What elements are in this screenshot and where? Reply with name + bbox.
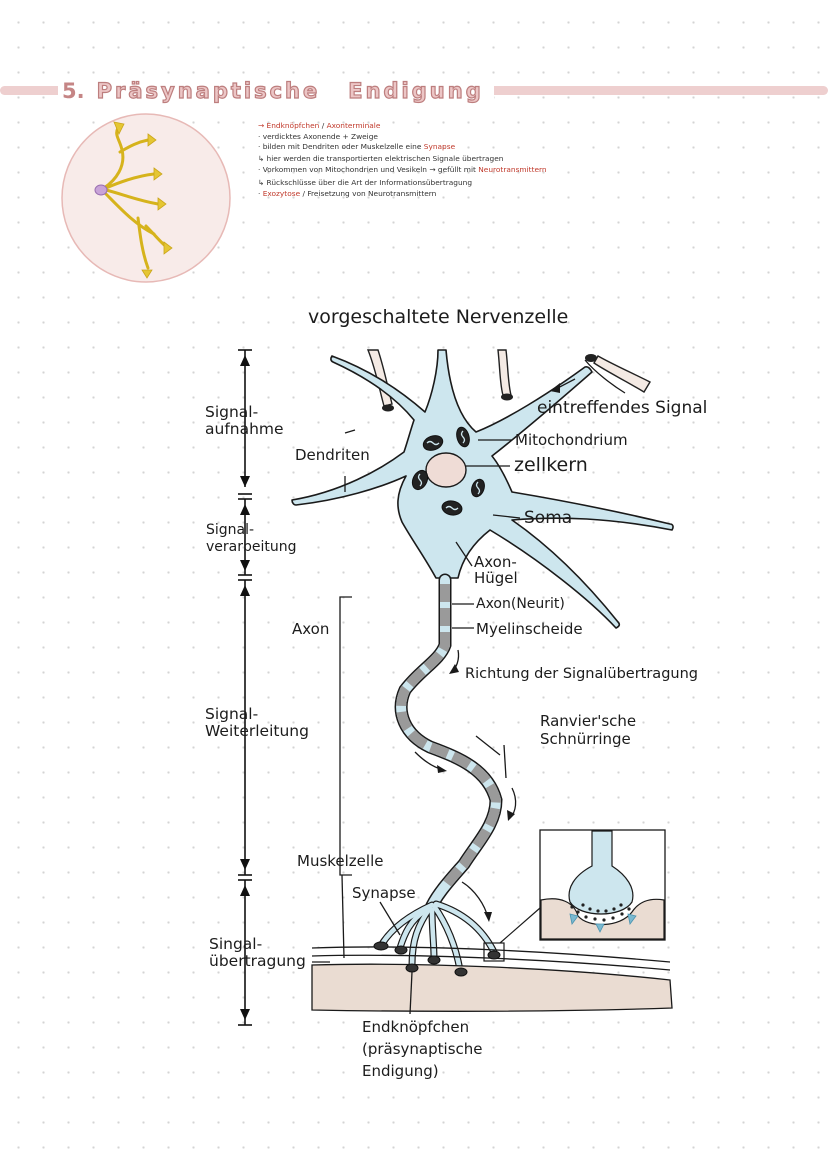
title-word-2: Endigung [342,78,494,104]
note-keyword: Synapse [423,142,456,151]
label-richtung: Richtung der Signalübertragung [465,666,698,682]
label-ranvier: Ranvier'sche Schnürringe [540,712,637,748]
note-keyword: Axonterminale [326,121,381,130]
header-bar-left [0,86,70,95]
label-axon-neurit: Axon(Neurit) [476,596,565,612]
note-text: / [319,121,327,130]
side-arrows [238,349,252,1026]
label-axon: Axon [292,620,330,638]
note-text: · Vorkommen von Mitochondrien und Vesike… [258,165,479,174]
synapse-inset [539,829,666,941]
label-singal-uebertragung: Singal- übertragung [209,935,306,970]
note-keyword: Exozytose [262,189,301,198]
note-line: → Endknöpfchen / Axonterminale [258,121,380,130]
note-keyword: Neurotransmittern [478,165,547,174]
label-soma: Soma [524,508,573,528]
label-muskelzelle: Muskelzelle [297,852,384,870]
muscle-cell [311,963,673,1012]
diagram-title: vorgeschaltete Nervenzelle [308,306,569,328]
label-signal-aufnahme: Signal- aufnahme [205,403,284,438]
label-zellkern: zellkern [514,454,588,476]
label-dendriten: Dendriten [295,446,370,464]
label-axon-huegel: Axon- Hügel [474,553,518,587]
note-line: · verdicktes Axonende + Zweige [258,132,378,141]
label-mitochondrium: Mitochondrium [515,431,628,449]
note-text: / Freisetzung von Neurotransmittern [300,189,437,198]
myelin-segments [396,584,502,891]
label-myelinscheide: Myelinscheide [476,620,583,638]
zellkern [425,452,467,488]
note-line: · bilden mit Dendriten oder Muskelzelle … [258,142,455,151]
note-text: ↳ Rückschlüsse über die Art der Informat… [258,178,473,187]
label-eintreffendes-signal: eintreffendes Signal [537,398,708,418]
note-keyword: → [258,121,267,130]
note-text: · [258,189,263,198]
page-title: 5. Präsynaptische Endigung [58,74,494,108]
note-line: ↳ Rückschlüsse über die Art der Informat… [258,178,472,187]
note-line: · Exozytose / Freisetzung von Neurotrans… [258,189,436,198]
label-endknoepfchen: Endknöpfchen (präsynaptische Endigung) [362,1018,483,1080]
note-line: ↳ hier werden die transportierten elektr… [258,154,503,163]
note-text: ↳ hier werden die transportierten elektr… [258,154,504,163]
note-text: · bilden mit Dendriten oder Muskelzelle … [258,142,424,151]
note-line: · Vorkommen von Mitochondrien und Vesike… [258,165,547,174]
title-number: 5. [58,79,91,103]
terminal-thumbnail [61,113,231,283]
note-text: · verdicktes Axonende + Zweige [258,132,378,141]
note-keyword: Endknöpfchen [266,121,320,130]
title-word-1: Präsynaptische [90,78,331,104]
header-bar-right [486,86,828,95]
label-signal-weiterleitung: Signal- Weiterleitung [205,705,309,740]
label-synapse: Synapse [352,884,416,902]
label-signal-verarbeitung: Signal- verarbeitung [206,522,297,555]
